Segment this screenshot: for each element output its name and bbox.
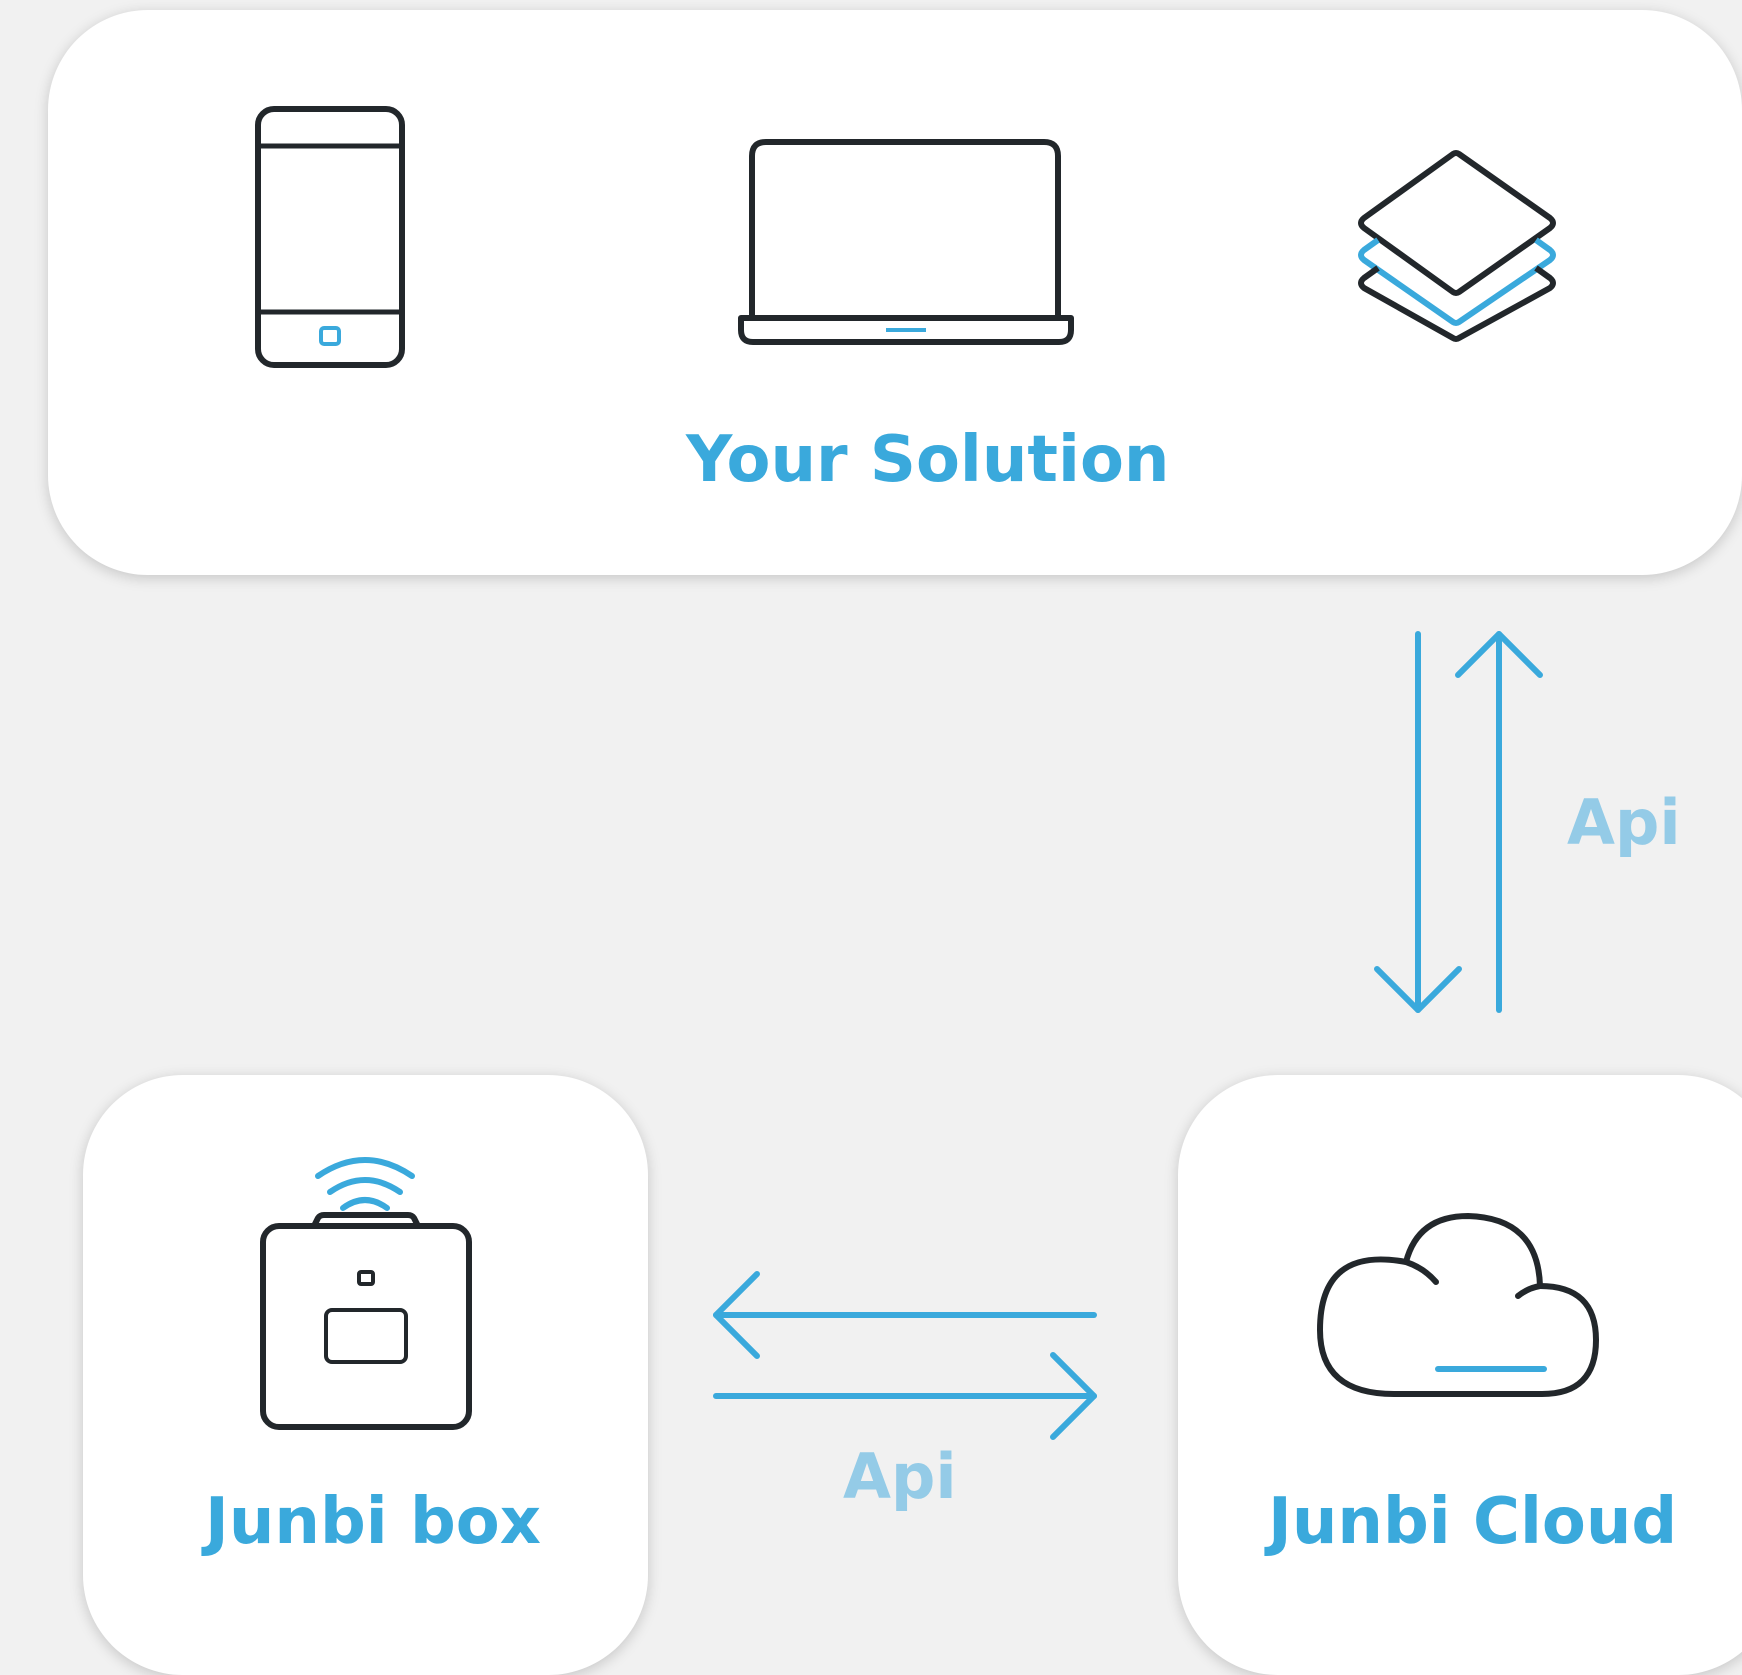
- smartphone-icon: [255, 106, 405, 368]
- arrow-right-to-cloud: [713, 1352, 1097, 1440]
- wifi-signal-icon: [315, 1157, 415, 1211]
- junbi-cloud-label: Junbi Cloud: [1268, 1485, 1678, 1559]
- junbi-box-node: [83, 1075, 648, 1675]
- arrow-down-to-cloud: [1374, 631, 1462, 1013]
- arrow-left-to-box: [713, 1271, 1097, 1359]
- laptop-icon: [738, 139, 1074, 345]
- cloud-icon: [1317, 1213, 1599, 1397]
- junbi-cloud-node: [1178, 1075, 1742, 1675]
- api-label-horizontal: Api: [843, 1440, 957, 1513]
- connector-layer: [713, 631, 1543, 1440]
- arrow-up-to-solution: [1455, 631, 1543, 1013]
- junbi-box-label: Junbi box: [205, 1485, 542, 1559]
- device-box-icon: [260, 1212, 472, 1430]
- layers-icon: [1358, 150, 1556, 342]
- api-label-vertical: Api: [1567, 786, 1681, 859]
- your-solution-label: Your Solution: [686, 423, 1170, 497]
